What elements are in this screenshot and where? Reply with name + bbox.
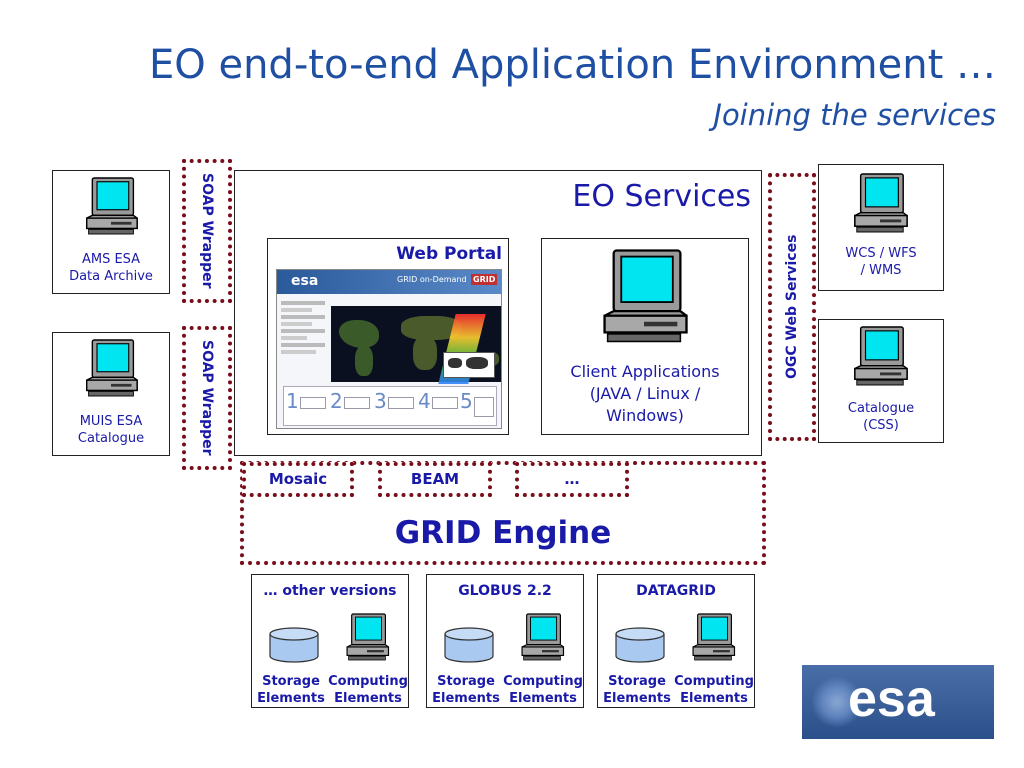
portal-step-5: 5 (460, 389, 473, 413)
portal-step-1: 1 (286, 389, 299, 413)
grid-engine-title: GRID Engine (394, 515, 612, 551)
computing-label-2: Elements (509, 691, 577, 706)
catalogue-label-line1: Catalogue (847, 401, 915, 416)
wcs-label-line2: / WMS (860, 263, 902, 278)
grid-engine-container: GRID Engine (240, 461, 766, 565)
computing-label-2: Elements (680, 691, 748, 706)
computing-label-2: Elements (334, 691, 402, 706)
portal-header-bar (277, 270, 501, 294)
middleware-other-versions: … other versions Storage Elements Comput… (251, 574, 409, 708)
muis-esa-catalogue-box: MUIS ESA Catalogue (52, 332, 170, 456)
module-more: … (515, 462, 629, 497)
portal-process-steps: 1 2 3 4 5 (283, 386, 497, 426)
storage-label-2: Elements (603, 691, 671, 706)
middleware-title: GLOBUS 2.2 (458, 583, 552, 599)
portal-grid-badge: GRID (471, 274, 498, 285)
computing-label-1: Computing (674, 674, 754, 689)
ams-label-line2: Data Archive (69, 269, 153, 284)
computer-icon (851, 173, 909, 233)
catalogue-css-box: Catalogue (CSS) (818, 319, 944, 443)
portal-esa-logo: esa (291, 273, 319, 289)
wcs-label-line1: WCS / WFS (845, 246, 917, 261)
client-label-line2: (JAVA / Linux / (589, 384, 701, 403)
esa-logo: esa (802, 665, 994, 739)
middleware-datagrid: DATAGRID Storage Elements Computing Elem… (597, 574, 755, 708)
storage-cylinder-icon (268, 627, 320, 663)
portal-inset-map (443, 352, 495, 378)
storage-cylinder-icon (614, 627, 666, 663)
storage-label-1: Storage (262, 674, 320, 689)
computer-icon (83, 177, 139, 235)
soap-wrapper-top: SOAP Wrapper (182, 159, 232, 303)
computer-icon (344, 613, 390, 661)
portal-world-map (331, 306, 501, 384)
portal-step-4: 4 (418, 389, 431, 413)
computer-icon (851, 326, 909, 386)
client-label-line3: Windows) (606, 406, 684, 425)
web-portal-screenshot: esa GRID on-Demand GRID (276, 269, 502, 429)
catalogue-label-line2: (CSS) (863, 418, 899, 433)
module-beam: BEAM (378, 462, 492, 497)
eo-services-title: EO Services (572, 179, 751, 214)
portal-header-text: GRID on-Demand (397, 275, 467, 284)
computer-icon (83, 339, 139, 397)
storage-cylinder-icon (443, 627, 495, 663)
module-mosaic: Mosaic (242, 462, 354, 497)
wcs-wfs-wms-box: WCS / WFS / WMS (818, 164, 944, 291)
portal-step-3: 3 (374, 389, 387, 413)
eo-services-container: EO Services Web Portal esa GRID on-Deman… (234, 170, 762, 456)
portal-step-2: 2 (330, 389, 343, 413)
web-portal-box: Web Portal esa GRID on-Demand GRID (267, 238, 509, 435)
ogc-web-services-wrapper: OGC Web Services (768, 173, 816, 441)
computing-label-1: Computing (503, 674, 583, 689)
client-label-line1: Client Applications (570, 362, 720, 381)
slide-subtitle: Joining the services (713, 98, 996, 132)
computer-icon (519, 613, 565, 661)
middleware-title: … other versions (263, 583, 397, 599)
middleware-title: DATAGRID (636, 583, 716, 599)
soap-wrapper-bottom: SOAP Wrapper (182, 326, 232, 470)
storage-label-1: Storage (608, 674, 666, 689)
muis-label-line1: MUIS ESA (79, 414, 143, 429)
storage-label-2: Elements (432, 691, 500, 706)
esa-logo-text: esa (848, 670, 935, 728)
slide-title: EO end-to-end Application Environment … (149, 42, 996, 88)
portal-form-panel (281, 298, 325, 378)
ams-label-line1: AMS ESA (81, 252, 141, 267)
ams-esa-data-archive-box: AMS ESA Data Archive (52, 170, 170, 294)
middleware-globus: GLOBUS 2.2 Storage Elements Computing El… (426, 574, 584, 708)
muis-label-line2: Catalogue (77, 431, 145, 446)
storage-label-2: Elements (257, 691, 325, 706)
computer-icon (598, 249, 690, 343)
client-applications-box: Client Applications (JAVA / Linux / Wind… (541, 238, 749, 435)
computing-label-1: Computing (328, 674, 408, 689)
computer-icon (690, 613, 736, 661)
web-portal-title: Web Portal (396, 244, 502, 264)
storage-label-1: Storage (437, 674, 495, 689)
